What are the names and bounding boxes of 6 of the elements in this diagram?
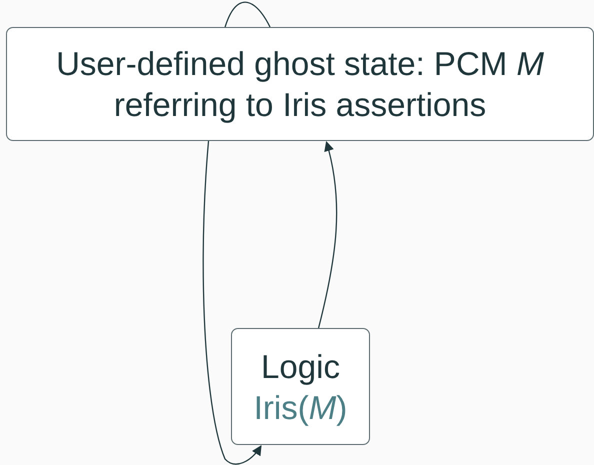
- process-box: [231, 328, 370, 445]
- box-title: User-defined ghost state: PCM M referring to Iris assertions: [55, 44, 545, 125]
- process-box: [6, 27, 594, 141]
- arrow: [318, 141, 338, 328]
- box-subtitle: Iris(M): [254, 388, 348, 428]
- box-title: Logic: [261, 346, 340, 386]
